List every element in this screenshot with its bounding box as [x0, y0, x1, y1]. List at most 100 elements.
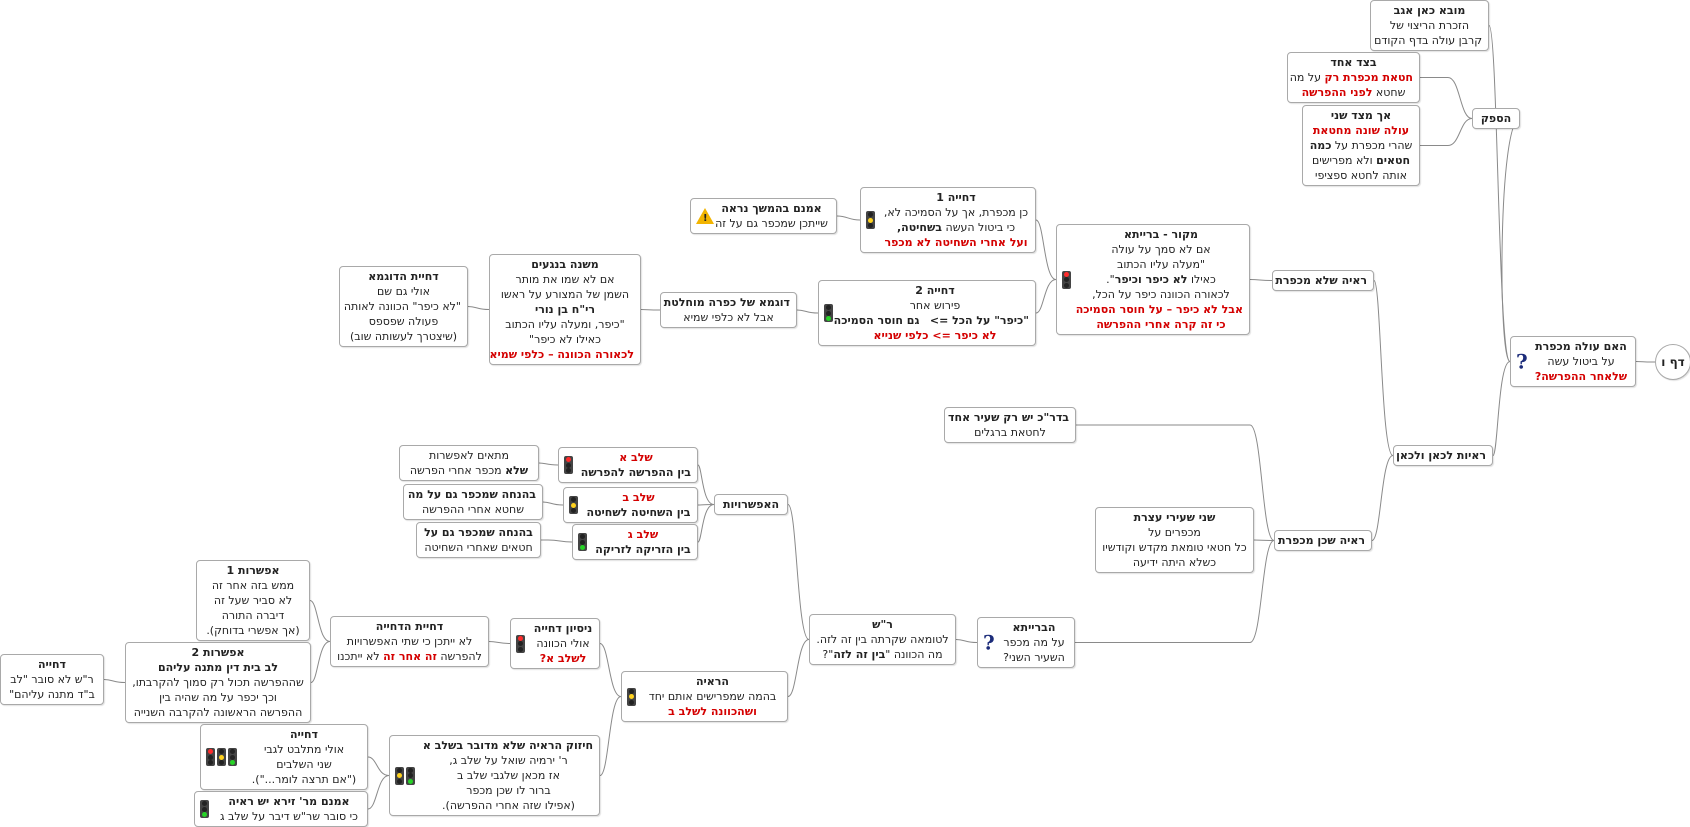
proof-does-atone-node[interactable]: ראיה שכן מכפרת [1274, 530, 1372, 551]
proofs-both-ways-node[interactable]: ראיות לכאן ולכאן [1393, 445, 1493, 466]
node-text-line: הזכרת הריצוי של [1389, 19, 1470, 32]
node-text-line: האם עולה מכפרת [1535, 340, 1627, 353]
connector-line [538, 462, 559, 466]
connector-line [599, 643, 622, 697]
node-text-line: לא כיפר => כלפי שנייא [873, 329, 997, 342]
node-text-line: מכפרים על [1148, 526, 1201, 539]
node-text-line: ר"ש לא סובר "לב [10, 673, 94, 686]
node-text-line: בהנחה שמכפר גם על [424, 526, 533, 539]
node-text-line: כאילו לא כיפר" [529, 333, 601, 346]
connector-line [1253, 539, 1275, 541]
node-text-line: ניסיון דחייה [533, 622, 593, 635]
node-text-line: שחטא לפני ההפרשה [1301, 86, 1406, 99]
node-text-line: לחטאת ברגלים [974, 426, 1046, 439]
node-text-line: אולי הכוונה [536, 637, 590, 650]
node-text-line: כאילו לא כיפר וכיפר". [1106, 273, 1216, 286]
connector-line [1420, 118, 1473, 146]
traffic-light-yellow-icon [395, 766, 404, 785]
node-icons [200, 800, 209, 818]
connector-line [103, 679, 126, 683]
node-text-line: דיברה התורה [221, 609, 285, 622]
node-text-line: על ביטול עשה [1547, 355, 1615, 368]
node-icons: ? [1516, 351, 1528, 371]
node-text-line: עולה שונה מחטאת [1312, 124, 1410, 137]
node-text-line: ההפרשה הראשונה להקרבה השנייה [133, 706, 303, 719]
connector-line [1488, 25, 1511, 362]
node-text-line: שלב ג [627, 528, 659, 541]
node-text-line: הראיה [696, 675, 729, 688]
connector-line [310, 641, 331, 683]
connector-line [640, 309, 661, 311]
connector-line [542, 501, 564, 506]
node-text-line: שההפרשה תכול רק סמוך להקרבתו, [132, 676, 304, 689]
node-text-line: אולי מתלבט לגבי [263, 743, 345, 756]
node-text-line: ("אם תרצה לומר..."). [251, 773, 357, 786]
doubt-node[interactable]: הספק [1472, 108, 1520, 129]
central-question-node[interactable]: האם עולה מכפרת על ביטול עשה שלאחר ההפרשה?? [1510, 336, 1636, 387]
one-side-node[interactable]: בצד אחד חטאת מכפרת רק על מה שחטא לפני ההפר… [1287, 52, 1420, 103]
node-text-line: שחטא אחרי ההפרשה [421, 503, 525, 516]
proof-does-not-atone-node[interactable]: ראיה שלא מכפרת [1272, 270, 1374, 291]
node-text-line: (אך אפשרי בדוחק). [206, 624, 300, 637]
node-text-line: מקור - ברייתא [1123, 228, 1198, 241]
node-text-line: דף ו [1661, 354, 1685, 369]
node-text-line: להפרשה זה אחר זה לא ייתכנו [337, 650, 482, 663]
traffic-light-yellow-icon [569, 496, 578, 514]
node-text-line: שלאחר ההפרשה? [1534, 370, 1628, 383]
node-text-line: חטאת מכפרת רק על מה [1289, 71, 1413, 84]
node-text-line: הברייתא [1012, 621, 1056, 634]
node-icons [824, 304, 833, 322]
node-text-line: שני שעירי עצרת [1133, 511, 1216, 524]
node-text-line: בצד אחד [1330, 56, 1377, 69]
node-text-line: השמן של המצורע על ראשו [500, 288, 630, 301]
node-icons: ? [983, 632, 995, 652]
node-text-line: (שיצטרך לעשותה שוב) [349, 330, 458, 343]
traffic-light-red-icon [206, 748, 215, 766]
traffic-light-red-icon [564, 456, 573, 474]
node-text-line: דחייה [289, 728, 319, 741]
node-text-line: ראיה שכן מכפרת [1278, 534, 1365, 547]
node-icons [627, 687, 636, 706]
root-node-daf-vav[interactable]: דף ו [1655, 344, 1690, 380]
connector-line [467, 306, 490, 310]
possibilities-node[interactable]: האפשרויות [714, 494, 788, 515]
connector-line [1035, 279, 1057, 314]
node-text-line: לטומאה שקרתה בין זה לזה. [816, 633, 949, 646]
node-text-line: אפשרות 1 [226, 564, 280, 577]
node-text-line: דחיית הדחייה [375, 620, 444, 633]
node-text-line: ראיות לכאן ולכאן [1396, 449, 1486, 462]
node-text-line: (אפילו שזה אחרי ההפרשה). [442, 799, 575, 812]
node-icons [206, 748, 237, 766]
connector-line [955, 639, 978, 643]
node-text-line: על מה מכפר [1003, 636, 1065, 649]
